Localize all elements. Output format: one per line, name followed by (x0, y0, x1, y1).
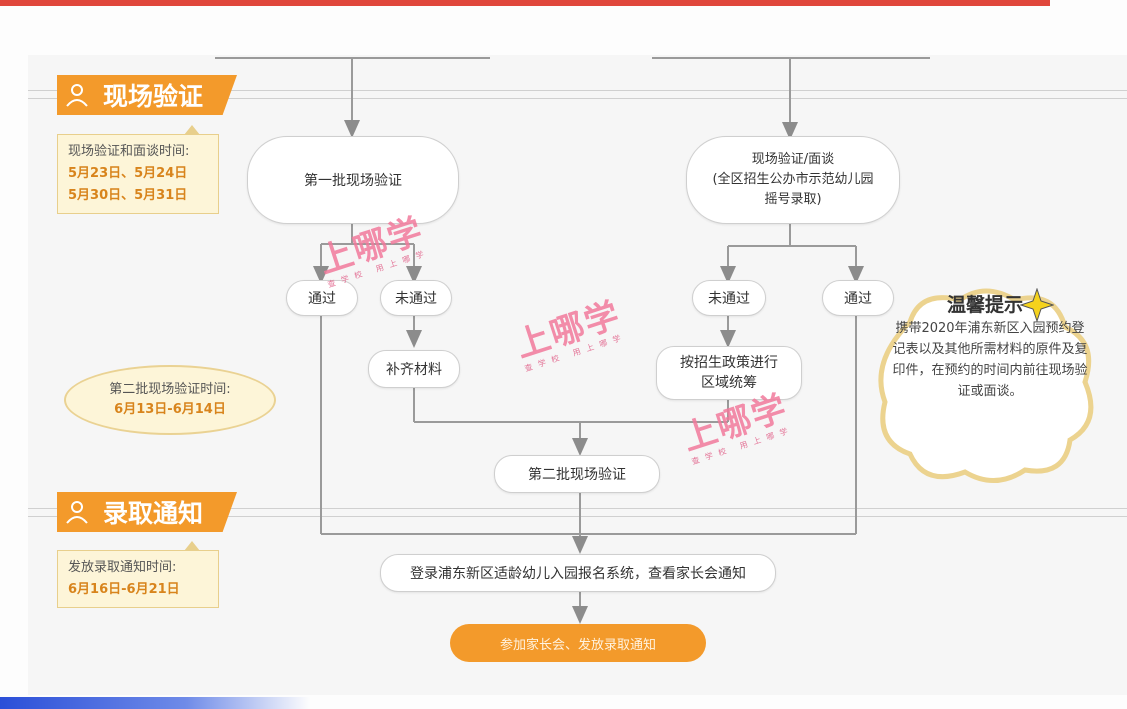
divider-line (28, 508, 1127, 509)
node-label: 第二批现场验证 (528, 467, 626, 483)
note-dates: 6月16日-6月21日 (68, 582, 180, 597)
first-batch-verify-node: 第一批现场验证 (247, 136, 459, 224)
node-label: (全区招生公办市示范幼儿园 (712, 172, 874, 187)
onsite-interview-node: 现场验证/面谈 (全区招生公办市示范幼儿园 摇号录取) (686, 136, 900, 224)
note-pointer (184, 125, 200, 135)
cloud-shape (878, 288, 1094, 483)
node-label: 参加家长会、发放录取通知 (499, 637, 656, 653)
note-pointer (184, 541, 200, 551)
note-dates: 6月13日-6月14日 (114, 402, 226, 417)
node-label: 摇号录取) (764, 192, 822, 207)
node-label: 通过 (308, 291, 336, 307)
node-label: 区域统筹 (701, 375, 757, 391)
note-label: 发放录取通知时间: (68, 560, 177, 575)
supplement-materials-node: 补齐材料 (368, 350, 460, 388)
node-label: 现场验证/面谈 (751, 152, 835, 167)
node-label: 通过 (844, 291, 872, 307)
top-red-bar (0, 0, 1050, 6)
divider-line (28, 90, 1127, 91)
pass-right-node: 通过 (822, 280, 894, 316)
note-label: 第二批现场验证时间: (109, 382, 231, 397)
section-title: 现场验证 (103, 82, 204, 111)
section-title: 录取通知 (103, 499, 204, 528)
person-icon (57, 492, 97, 532)
second-batch-verify-node: 第二批现场验证 (494, 455, 660, 493)
second-batch-time-note: 第二批现场验证时间: 6月13日-6月14日 (64, 365, 276, 435)
notice-time-note: 发放录取通知时间: 6月16日-6月21日 (57, 541, 219, 608)
verify-time-note: 现场验证和面谈时间: 5月23日、5月24日 5月30日、5月31日 (57, 125, 219, 214)
login-system-node: 登录浦东新区适龄幼儿入园报名系统，查看家长会通知 (380, 554, 776, 592)
node-label: 未通过 (395, 291, 437, 307)
fail-right-node: 未通过 (692, 280, 766, 316)
note-dates: 5月30日、5月31日 (68, 188, 188, 203)
section-banner-admission: 录取通知 (57, 492, 237, 532)
node-label: 登录浦东新区适龄幼儿入园报名系统，查看家长会通知 (410, 566, 746, 582)
tip-body: 携带2020年浦东新区入园预约登记表以及其他所需材料的原件及复印件，在预约的时间… (892, 321, 1088, 399)
note-dates: 5月23日、5月24日 (68, 166, 188, 181)
note-label: 现场验证和面谈时间: (68, 144, 190, 159)
divider-line (28, 516, 1127, 517)
node-label: 第一批现场验证 (304, 173, 402, 189)
warm-tip-cloud: 温馨提示 携带2020年浦东新区入园预约登记表以及其他所需材料的原件及复印件，在… (870, 282, 1100, 490)
node-label: 按招生政策进行 (680, 355, 778, 371)
divider-line (28, 98, 1127, 99)
fail-left-node: 未通过 (380, 280, 452, 316)
policy-coordination-node: 按招生政策进行 区域统筹 (656, 346, 802, 400)
tip-title: 温馨提示 (946, 294, 1023, 316)
node-label: 未通过 (708, 291, 750, 307)
final-step-node: 参加家长会、发放录取通知 (450, 624, 706, 662)
sparkle-icon (1020, 288, 1054, 322)
node-label: 补齐材料 (386, 362, 442, 378)
pass-left-node: 通过 (286, 280, 358, 316)
person-icon (57, 75, 97, 115)
section-banner-verify: 现场验证 (57, 75, 237, 115)
bottom-blue-bar (0, 697, 310, 709)
